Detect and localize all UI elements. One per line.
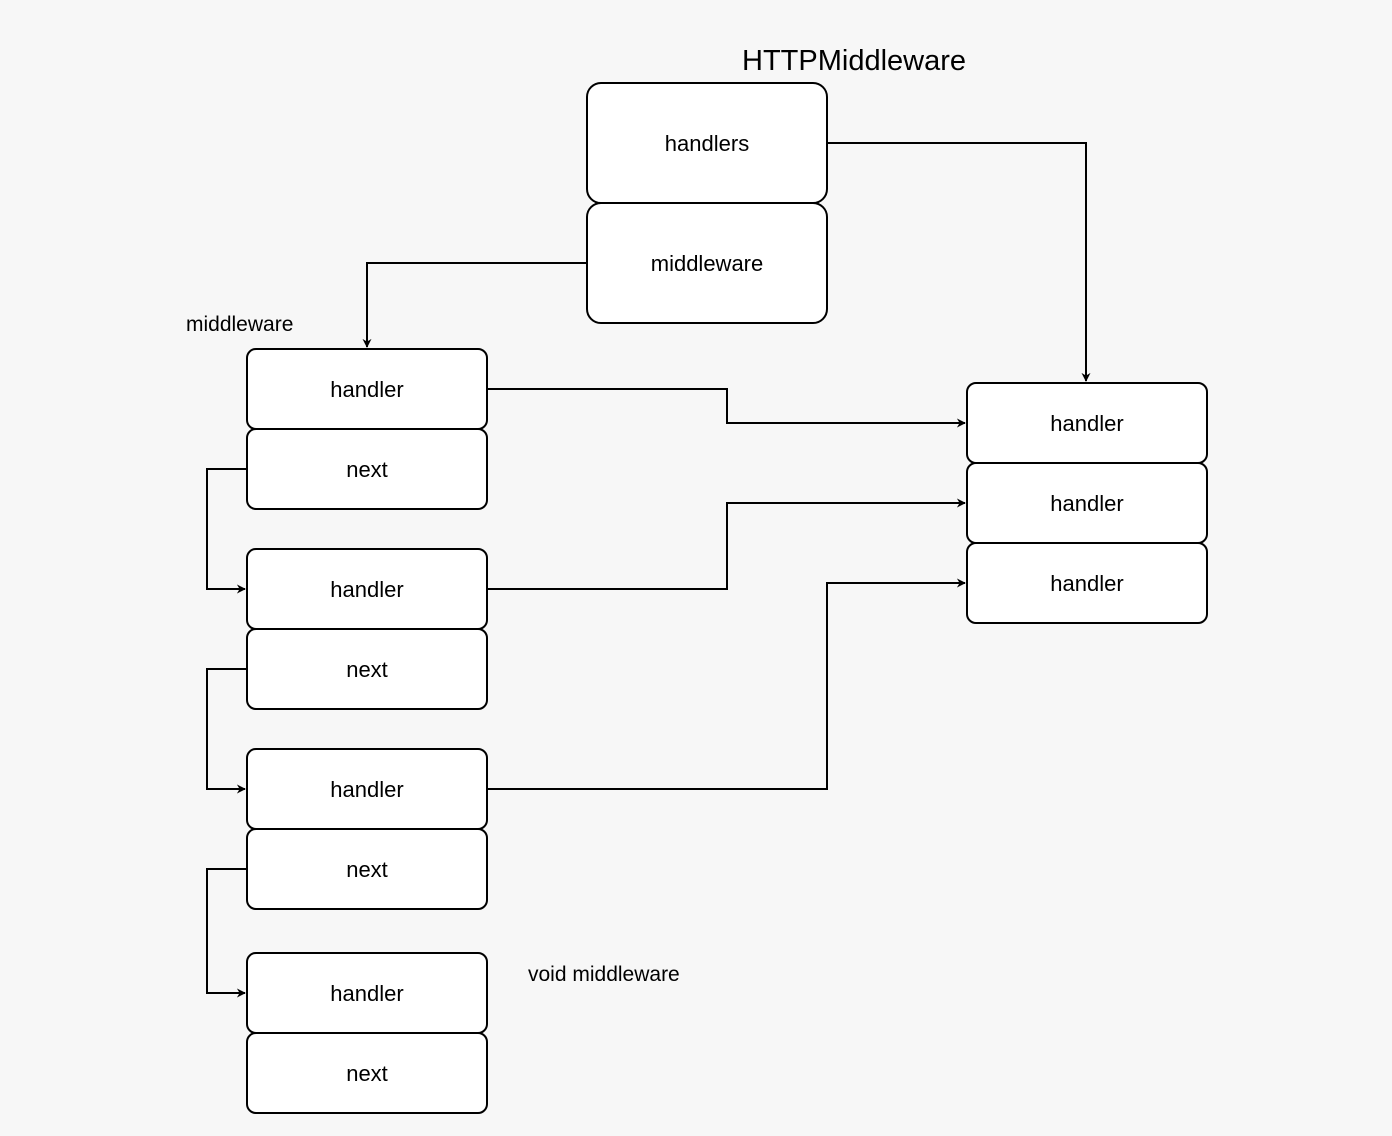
- chain-node-4-void: handler next: [246, 952, 488, 1114]
- chain-node-next-label: next: [346, 857, 388, 882]
- handler-list-item: handler: [966, 542, 1208, 624]
- handler-list-item: handler: [966, 462, 1208, 544]
- diagram-title: HTTPMiddleware: [742, 45, 966, 77]
- handler-list-item-label: handler: [1050, 571, 1123, 596]
- next2-arrow: [206, 668, 247, 794]
- handlers-field-label: handlers: [665, 131, 749, 156]
- chain-node-next: next: [246, 428, 488, 510]
- chain-node-next: next: [246, 1032, 488, 1114]
- chain-node-handler: handler: [246, 348, 488, 430]
- void-middleware-label: void middleware: [528, 963, 680, 986]
- middleware-field-label: middleware: [651, 251, 764, 276]
- chain-node-2: handler next: [246, 548, 488, 710]
- next3-arrow: [206, 868, 247, 998]
- handler-list: handler handler handler: [966, 382, 1208, 624]
- handler-list-item: handler: [966, 382, 1208, 464]
- chain-node-handler-label: handler: [330, 577, 403, 602]
- handlers-field: handlers: [586, 82, 828, 204]
- chain-node-1: handler next: [246, 348, 488, 510]
- chain-node-handler-label: handler: [330, 377, 403, 402]
- middleware-to-chain-arrow: [362, 262, 587, 348]
- chain-node-next-label: next: [346, 457, 388, 482]
- handler-list-item-label: handler: [1050, 411, 1123, 436]
- middleware-chain-label: middleware: [186, 313, 293, 336]
- chain-node-handler: handler: [246, 548, 488, 630]
- middleware-field: middleware: [586, 202, 828, 324]
- chain-node-3: handler next: [246, 748, 488, 910]
- chain3-handler-arrow: [487, 578, 966, 790]
- connectors: [206, 142, 1091, 998]
- chain-node-next-label: next: [346, 657, 388, 682]
- chain-node-handler-label: handler: [330, 981, 403, 1006]
- http-middleware-struct: handlers middleware: [586, 82, 828, 324]
- next1-arrow: [206, 468, 247, 594]
- handler-list-item-label: handler: [1050, 491, 1123, 516]
- chain1-handler-arrow: [487, 388, 966, 428]
- chain-node-next: next: [246, 828, 488, 910]
- chain2-handler-arrow: [487, 498, 966, 590]
- middleware-chain: handler next handler next handler: [246, 348, 488, 1114]
- chain-node-handler: handler: [246, 952, 488, 1034]
- chain-node-handler: handler: [246, 748, 488, 830]
- chain-node-next-label: next: [346, 1061, 388, 1086]
- chain-node-next: next: [246, 628, 488, 710]
- handlers-to-handler-list-arrow: [827, 142, 1091, 382]
- chain-node-handler-label: handler: [330, 777, 403, 802]
